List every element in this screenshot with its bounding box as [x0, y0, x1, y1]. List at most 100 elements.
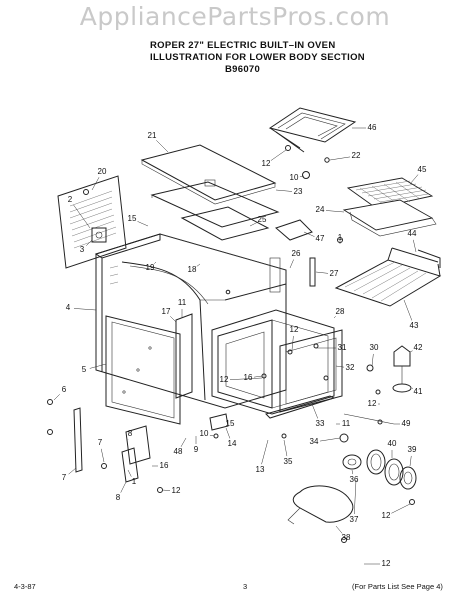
- leader-line-23: [275, 189, 293, 192]
- callout-43: 43: [410, 321, 419, 330]
- leader-line-3: [86, 239, 93, 246]
- callout-3: 3: [80, 245, 85, 254]
- leader-lines: [53, 127, 419, 565]
- leader-line-12: [291, 335, 294, 351]
- callout-12: 12: [262, 159, 271, 168]
- oven-liner: [211, 309, 335, 415]
- callout-20: 20: [98, 167, 107, 176]
- callout-40: 40: [388, 439, 397, 448]
- leader-line-34: [319, 437, 341, 442]
- callout-6: 6: [62, 385, 67, 394]
- callout-9: 9: [194, 445, 199, 454]
- callout-28: 28: [336, 307, 345, 316]
- model-number: B96070: [225, 64, 261, 75]
- callout-10: 10: [290, 173, 299, 182]
- broil-element: [268, 107, 357, 153]
- callout-49: 49: [402, 419, 411, 428]
- callout-44: 44: [408, 229, 417, 238]
- callout-37: 37: [350, 515, 359, 524]
- callout-46: 46: [368, 123, 377, 132]
- leader-line-17: [170, 316, 177, 323]
- callout-4: 4: [66, 303, 71, 312]
- callout-14: 14: [228, 439, 237, 448]
- footer-page-number: 3: [243, 582, 248, 591]
- leader-line-5: [89, 363, 107, 369]
- leader-line-10: [299, 175, 305, 178]
- callout-2: 2: [68, 195, 73, 204]
- side-trim-17: [175, 313, 193, 399]
- screw-22: [324, 157, 330, 163]
- callout-31: 31: [338, 343, 347, 352]
- callout-35: 35: [284, 457, 293, 466]
- leader-line-27: [315, 271, 329, 274]
- callout-12: 12: [368, 399, 377, 408]
- callout-38: 38: [342, 533, 351, 542]
- leader-line-10: [209, 434, 215, 437]
- callout-12: 12: [172, 486, 181, 495]
- callout-32: 32: [346, 363, 355, 372]
- leader-line-20: [91, 177, 100, 191]
- clip-30: [366, 364, 374, 372]
- oven-light-socket: [392, 345, 412, 393]
- callout-33: 33: [316, 419, 325, 428]
- leader-line-37: [354, 479, 357, 515]
- footer-date: 4-3-87: [14, 582, 36, 591]
- leader-line-14: [225, 427, 231, 439]
- bake-element: [287, 485, 354, 525]
- leader-line-2: [73, 204, 91, 229]
- side-strip-7: [73, 407, 83, 473]
- leader-line-25: [249, 222, 257, 227]
- leader-line-48: [180, 437, 187, 447]
- leader-line-1: [127, 469, 132, 477]
- callout-11: 11: [342, 419, 351, 428]
- callout-22: 22: [352, 151, 361, 160]
- diagram-title: ROPER 27" ELECTRIC BUILT–IN OVEN: [150, 40, 336, 51]
- leader-line-18: [196, 263, 201, 267]
- callout-19: 19: [146, 263, 155, 272]
- callout-25: 25: [258, 215, 267, 224]
- leader-line-7: [100, 448, 105, 463]
- watermark: AppliancePartsPros.com: [79, 2, 391, 31]
- callout-34: 34: [310, 437, 319, 446]
- bezel-37: [366, 449, 386, 475]
- callout-1: 1: [338, 233, 343, 242]
- callout-13: 13: [256, 465, 265, 474]
- knob-39: [399, 466, 417, 490]
- callout-10: 10: [200, 429, 209, 438]
- callout-27: 27: [330, 269, 339, 278]
- broiler-grid: [346, 177, 434, 209]
- leader-line-4: [73, 308, 97, 311]
- callout-21: 21: [148, 131, 157, 140]
- leader-line-12: [270, 149, 287, 161]
- leader-line-28: [333, 316, 336, 319]
- callout-12: 12: [220, 375, 229, 384]
- callout-5: 5: [82, 365, 87, 374]
- callout-47: 47: [316, 234, 325, 243]
- callout-12: 12: [382, 511, 391, 520]
- screw-set: [47, 145, 415, 543]
- callout-23: 23: [294, 187, 303, 196]
- bracket-48: [121, 425, 151, 483]
- leader-line-12: [229, 377, 263, 380]
- callout-39: 39: [408, 445, 417, 454]
- top-panel: [140, 144, 277, 205]
- leader-line-35: [283, 439, 288, 457]
- top-insulation: [150, 181, 280, 228]
- bracket-47: [275, 219, 313, 241]
- callout-36: 36: [350, 475, 359, 484]
- callout-8: 8: [128, 429, 133, 438]
- callout-45: 45: [418, 165, 427, 174]
- leader-line-42: [409, 350, 413, 353]
- leader-line-7: [68, 467, 77, 475]
- callout-16: 16: [244, 373, 253, 382]
- leader-line-8: [120, 481, 127, 493]
- nut-19: [302, 171, 310, 179]
- leader-line-13: [261, 439, 269, 465]
- callout-12: 12: [290, 325, 299, 334]
- leader-line-22: [329, 156, 351, 161]
- callout-24: 24: [316, 205, 325, 214]
- bottom-trim-33: [265, 395, 336, 419]
- leader-line-44: [413, 239, 417, 253]
- oven-rack: [334, 247, 442, 307]
